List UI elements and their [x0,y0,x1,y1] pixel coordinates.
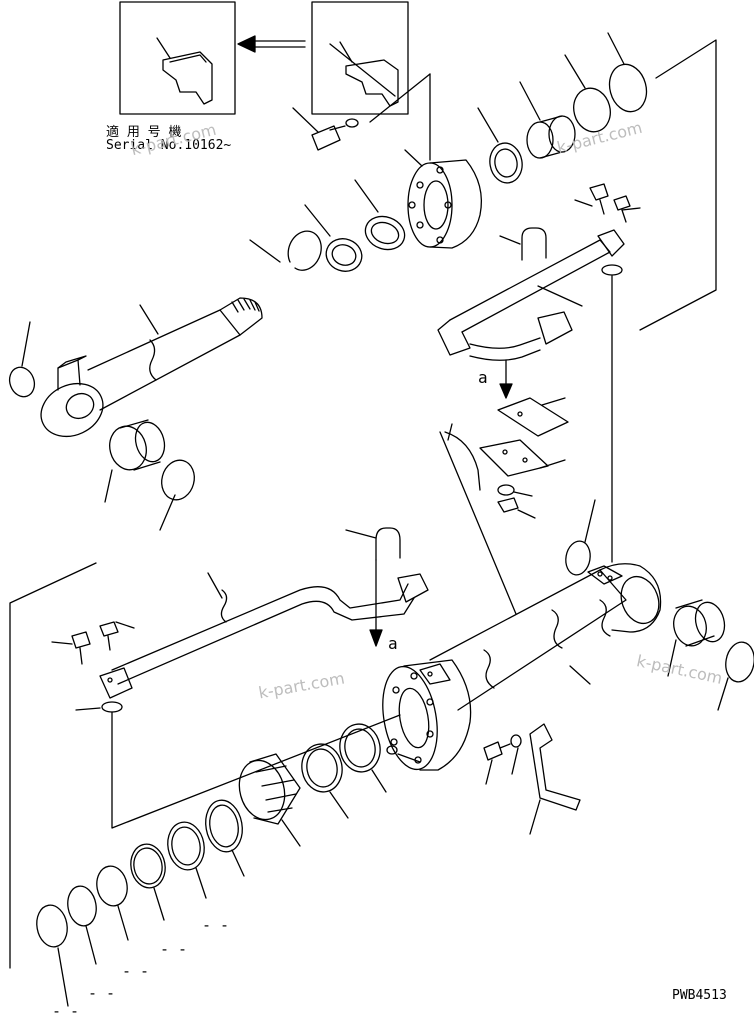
ring-lower-1 [339,723,387,793]
view-arrow-head-lower [369,629,383,647]
dash-mark-1: - - [202,916,230,934]
ring-upper-4 [564,54,611,133]
ring-lower-7 [67,885,97,965]
plug-lower [386,745,421,763]
piston [238,753,301,847]
bushing-rod-eye [104,419,166,503]
view-arrow-head-upper [499,383,513,399]
serial-note-en: Serial No.10162~ [106,138,232,153]
leader-left-frame [9,562,97,969]
pipe-lower [99,572,429,699]
bolt-lower-right [483,734,522,785]
leader-inset [329,43,396,97]
ring-lower-6 [96,865,129,941]
ring-lower-8 [36,904,69,1007]
view-label-lower: a [388,634,398,653]
seal-tube-right [717,641,754,711]
clamp-lower [529,723,581,835]
ring-lower-4 [167,821,207,899]
leader-tube-2 [569,665,591,685]
pipe-upper [437,229,625,361]
ring-upper-1 [354,179,406,251]
arrow-left [237,35,306,53]
cylinder-head-lower [382,659,472,771]
bushing-tube [667,599,726,677]
inset-box-bracket-b [311,1,409,115]
bushing-upper [519,81,576,159]
serial-note-jp: 適 用 号 機 [106,125,182,140]
bolts-lower-left [51,621,135,665]
bolt-upper [292,107,359,151]
ring-upper-2 [304,204,363,272]
drawing-code: PWB4513 [672,988,727,1003]
ring-lower-3 [205,799,245,877]
cylinder-tube [429,563,662,711]
u-clamp-upper [499,227,547,261]
nuts-upper [497,484,536,519]
ring-upper-3 [477,107,523,184]
piston-rod [40,297,263,438]
bolts-upper-right [574,183,641,223]
snap-ring-upper [249,230,322,271]
seal-tube-top [565,499,596,576]
ring-upper-5 [607,32,648,113]
leader-tube [439,431,517,615]
ring-lower-2 [301,743,349,819]
clamp-plate [444,397,569,491]
leader-washer [369,73,431,123]
seal-rod-eye-left [8,321,36,398]
view-label-upper: a [478,368,488,387]
u-clamp-lower [345,527,401,561]
cylinder-head-upper [404,149,483,249]
inset-box-bracket-a [119,1,236,115]
oring-lower-pipe [75,701,123,713]
ring-lower-5 [130,843,166,921]
oring-upper-pipe [601,264,623,563]
dash-mark-3: - - [122,962,150,980]
dash-mark-5: - - [52,1002,80,1020]
dash-mark-4: - - [88,984,116,1002]
seal-rod-eye-right [159,459,195,531]
dash-mark-2: - - [160,940,188,958]
leader-ring-right [639,39,717,331]
leader-lower-frame [111,711,401,829]
